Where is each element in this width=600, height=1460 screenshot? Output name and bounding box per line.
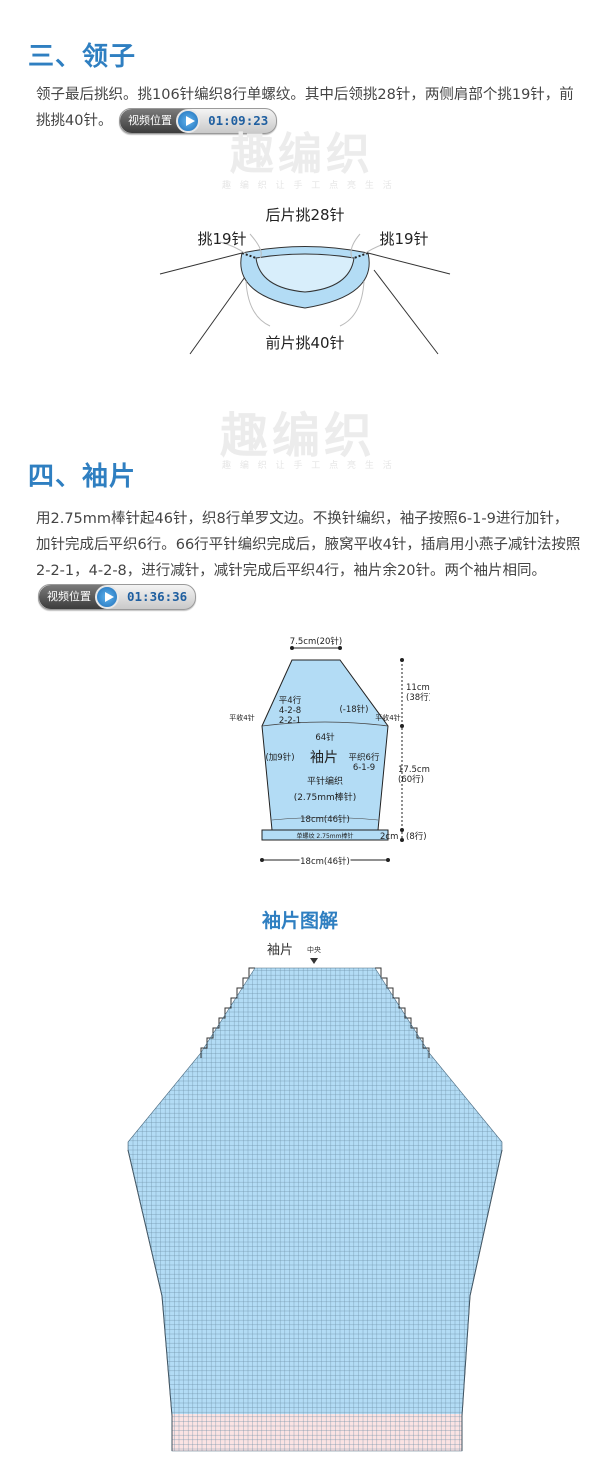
rib-rows: (8行) [406, 831, 427, 842]
body-height: 17.5cm [398, 765, 430, 775]
raglan-left-2: 4-2-8 [279, 706, 301, 716]
section-3-paragraph: 领子最后挑织。挑106针编织8行单螺纹。其中后领挑28针，两侧肩部个挑19针，前… [36, 82, 576, 134]
bind-off-left: 平收4针 [229, 713, 254, 722]
section-4-text: 用2.75mm棒针起46针，织8行单罗文边。不换针编织，袖子按照6-1-9进行加… [36, 511, 581, 579]
bottom-width: 18cm(46针) [300, 856, 350, 867]
watermark-logo: 趣编织 [220, 408, 377, 464]
raglan-left-1: 平4行 [279, 695, 302, 706]
play-icon [95, 585, 119, 609]
collar-front-label: 前片挑40针 [265, 334, 344, 352]
raglan-right: (-18针) [339, 704, 368, 715]
section-3-text: 领子最后挑织。挑106针编织8行单螺纹。其中后领挑28针，两侧肩部个挑19针，前… [36, 87, 574, 129]
increase-rule: 6-1-9 [353, 763, 375, 773]
section-4-heading: 四、袖片 [28, 462, 137, 492]
needle-size: (2.75mm棒针) [294, 791, 357, 803]
watermark-tagline: 趣 编 织 让 手 工 点 亮 生 活 [222, 181, 395, 191]
watermark-tagline: 趣 编 织 让 手 工 点 亮 生 活 [222, 461, 395, 471]
stitch-type: 平针编织 [307, 775, 343, 787]
chart-center-label: 中央 [307, 945, 321, 954]
body-rows: (60行) [398, 774, 424, 785]
collar-right-label: 挑19针 [379, 230, 428, 248]
chart-piece-label: 袖片 [267, 943, 293, 958]
section-3-heading: 三、领子 [28, 42, 137, 72]
section-4-paragraph: 用2.75mm棒针起46针，织8行单罗文边。不换针编织，袖子按照6-1-9进行加… [36, 506, 581, 610]
collar-left-label: 挑19针 [197, 230, 246, 248]
collar-back-label: 后片挑28针 [265, 206, 344, 224]
video-timestamp: 01:09:23 [208, 113, 269, 128]
center-arrow-icon [310, 958, 318, 964]
cap-rows: (38行) [406, 692, 430, 703]
sleeve-schematic: 7.5cm(20针) 平4行 4-2-8 2-2-1 (-18针) 平收4针 平… [229, 636, 430, 869]
increase-label: (加9针) [265, 752, 294, 763]
piece-name: 袖片 [310, 750, 338, 766]
flat-rows-label: 平织6行 [349, 752, 380, 763]
cap-height: 11cm [406, 683, 430, 693]
video-position-button-1[interactable]: 视频位置 01:09:23 [119, 108, 278, 134]
video-timestamp: 01:36:36 [127, 589, 188, 604]
raglan-left-3: 2-2-1 [279, 716, 301, 726]
video-position-button-2[interactable]: 视频位置 01:36:36 [38, 584, 197, 610]
bind-off-right: 平收4针 [375, 713, 400, 722]
play-icon [176, 109, 201, 133]
collar-diagram: 后片挑28针 挑19针 挑19针 前片挑40针 [159, 206, 451, 355]
watermark-logo: 趣编织 [230, 129, 374, 180]
chart-title: 袖片图解 [261, 910, 338, 932]
rib-label: 单螺纹 2.75mm棒针 [297, 832, 354, 840]
rib-height: 2cm [380, 832, 398, 842]
sleeve-top-width: 7.5cm(20针) [290, 636, 342, 647]
mid-stitch-count: 64针 [315, 732, 335, 743]
cuff-width: 18cm(46针) [300, 814, 350, 825]
sleeve-stitch-chart: 袖片 中央 [127, 943, 503, 1452]
